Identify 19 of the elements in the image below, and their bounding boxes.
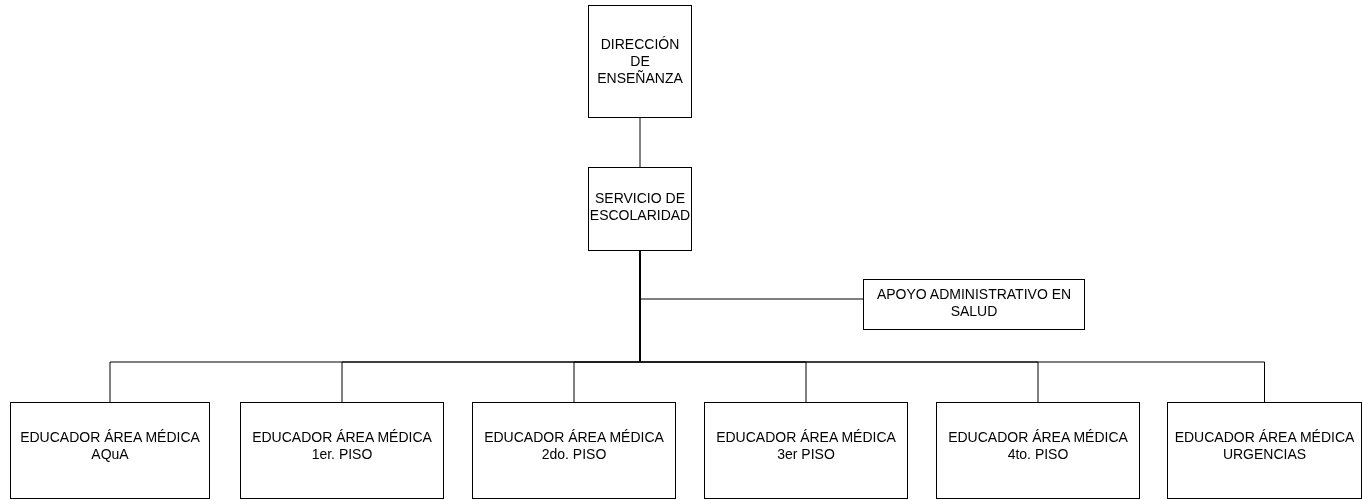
box-label: APOYO ADMINISTRATIVO EN SALUD xyxy=(875,286,1073,320)
box-label: EDUCADOR ÁREA MÉDICA 1er. PISO xyxy=(251,429,433,463)
org-box xyxy=(10,402,210,499)
org-box xyxy=(472,402,676,499)
org-box xyxy=(863,279,1085,330)
box-label: EDUCADOR ÁREA MÉDICA 2do. PISO xyxy=(483,429,665,463)
box-label: EDUCADOR ÁREA MÉDICA 3er PISO xyxy=(715,429,897,463)
org-box xyxy=(1167,402,1362,499)
org-box xyxy=(936,402,1140,499)
connector-line xyxy=(639,117,641,168)
box-label: DIRECCIÓN DE ENSEÑANZA xyxy=(596,36,684,87)
box-label: EDUCADOR ÁREA MÉDICA 4to. PISO xyxy=(947,429,1129,463)
box-label: EDUCADOR ÁREA MÉDICA AQuA xyxy=(19,429,201,463)
org-box xyxy=(704,402,908,499)
org-box xyxy=(588,167,692,251)
org-box xyxy=(588,5,692,118)
org-box xyxy=(240,402,444,499)
box-label: SERVICIO DE ESCOLARIDAD xyxy=(588,190,692,224)
box-label: EDUCADOR ÁREA MÉDICA URGENCIAS xyxy=(1173,429,1356,463)
